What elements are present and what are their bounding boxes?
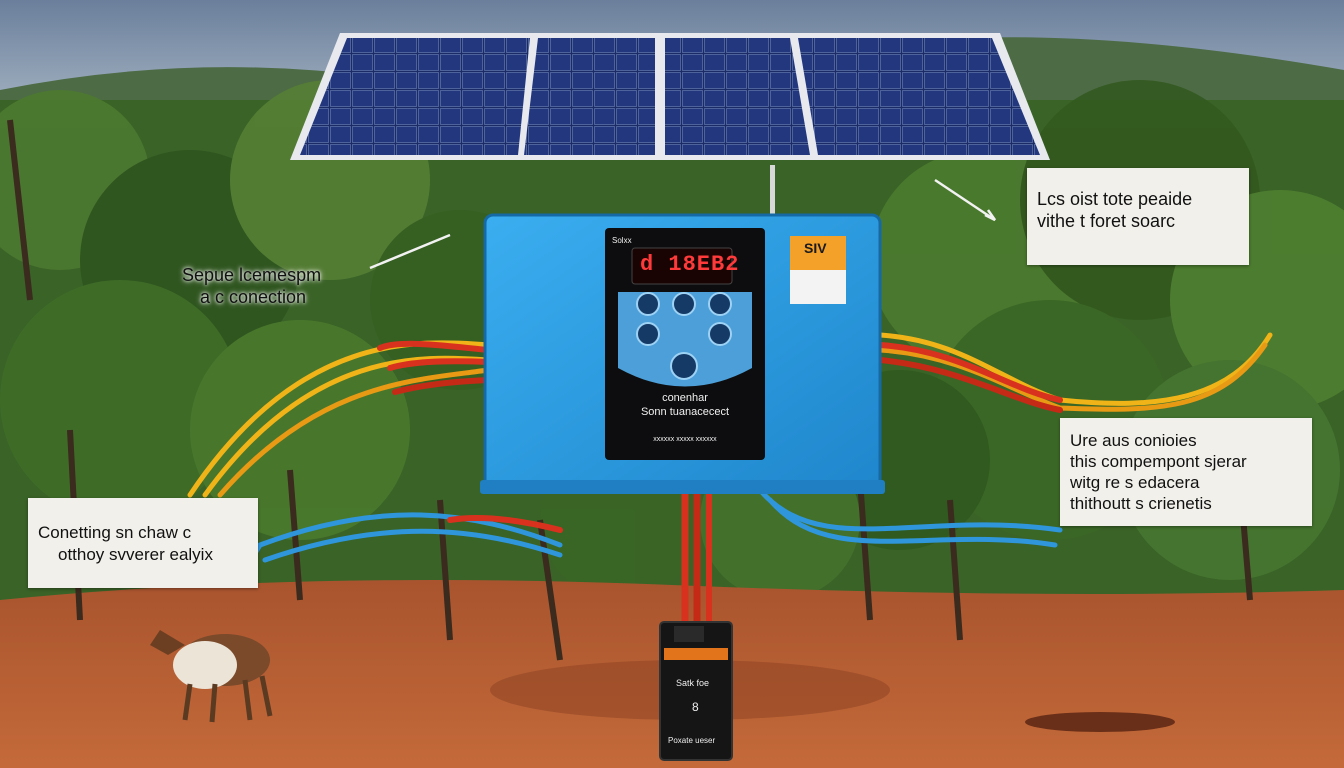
pointer-arrows (369, 178, 997, 270)
battery-symbol: 8 (692, 700, 699, 714)
callout-left: Sepue lcemespm a c conection (182, 264, 321, 308)
controller-label-line1: conenhar (662, 392, 708, 404)
battery-label: Satk foe (676, 678, 710, 688)
charge-controller (480, 213, 885, 494)
controller-label-line2: Sonn tuanacecect (640, 406, 730, 418)
cable-bundle (187, 332, 1273, 634)
control-buttons (636, 292, 732, 380)
controller-fine-print: xxxxxx xxxxx xxxxxx (653, 436, 717, 443)
callout-right-line4: thithoutt s crienetis (1070, 494, 1212, 513)
solar-panel-array (290, 33, 1050, 220)
spec-badge: SIV (804, 240, 827, 256)
callout-top-right-line2: vithe t foret soarc (1037, 211, 1176, 231)
lcd-display (631, 247, 733, 285)
callout-bottom-left-line1: Conetting sn chaw c (38, 523, 192, 542)
lcd-readout: d 18EB2 (640, 252, 740, 277)
callout-right-line3: witg re s edacera (1070, 473, 1200, 492)
callout-right-line1: Ure aus conioies (1070, 431, 1197, 450)
callout-right: Ure aus conioies this compempont sjerar … (1060, 418, 1312, 526)
goats (150, 630, 273, 723)
battery-footer: Poxate ueser (668, 736, 716, 745)
callout-right-line2: this compempont sjerar (1070, 452, 1247, 471)
controller-brand: Solxx (612, 236, 632, 245)
callout-left-line1: Sepue lcemespm (182, 265, 322, 285)
battery-unit (659, 621, 733, 761)
ground-shadow (1025, 712, 1175, 732)
callout-bottom-left: Conetting sn chaw c otthoy svverer ealyi… (28, 498, 258, 588)
callout-left-line2: a c conection (200, 287, 307, 307)
callout-top-right: Lcs oist tote peaide vithe t foret soarc (1027, 168, 1249, 265)
callout-bottom-left-line2: otthoy svverer ealyix (58, 545, 213, 564)
callout-top-right-line1: Lcs oist tote peaide (1037, 189, 1193, 209)
